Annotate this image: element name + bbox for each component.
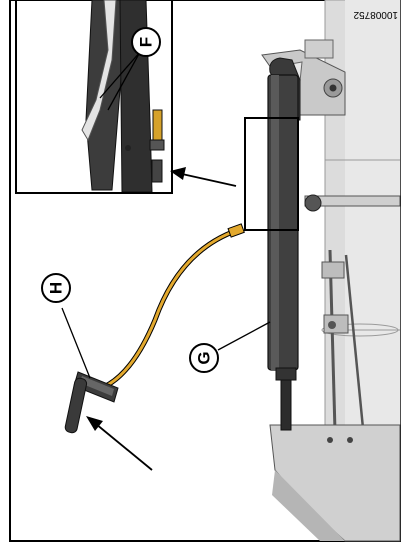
callout-f-label: F (137, 37, 156, 47)
cylinder-g (267, 57, 301, 431)
fill-hose (95, 223, 245, 393)
arrow-to-handle (86, 416, 153, 471)
figure-id-label: 10008752 (353, 9, 398, 20)
arrow-to-inset (170, 167, 237, 187)
callout-g: G (189, 343, 219, 373)
detail-highlight-box (244, 117, 299, 231)
callout-h-label: H (47, 282, 66, 294)
leader-lines (61, 51, 271, 379)
callout-f: F (131, 27, 161, 57)
callout-g-label: G (195, 351, 214, 364)
grease-handle-h (64, 371, 119, 434)
callout-h: H (41, 273, 71, 303)
